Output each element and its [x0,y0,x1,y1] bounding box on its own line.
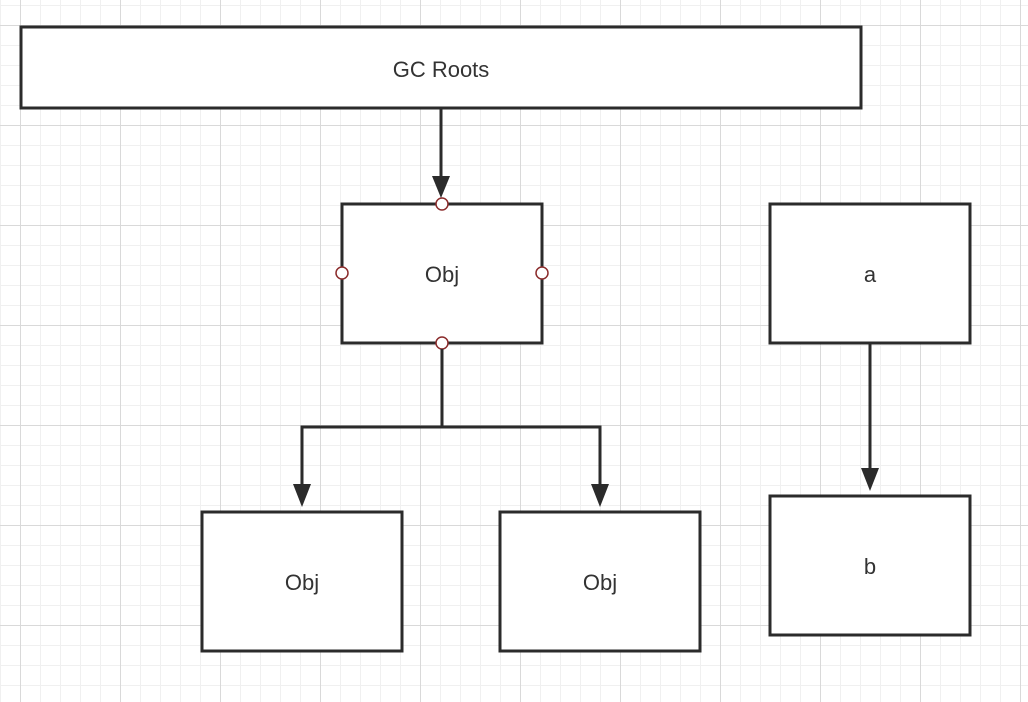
gc-roots-label: GC Roots [393,57,490,82]
edge-obj-to-children[interactable] [293,349,609,507]
node-b[interactable]: b [768,494,972,637]
connection-point-top[interactable] [435,197,449,211]
arrowhead-icon [591,484,609,507]
node-a-box [768,202,972,345]
obj-right-box [498,510,702,653]
gc-roots-box [19,25,863,110]
node-b-label: b [864,554,876,579]
edge-line-right [442,425,602,484]
obj-center-label: Obj [425,262,459,287]
obj-right-node[interactable]: Obj [498,510,702,653]
arrowhead-icon [861,468,879,491]
obj-left-label: Obj [285,570,319,595]
edge-a-to-b[interactable] [861,343,879,491]
node-b-box [768,494,972,637]
obj-right-label: Obj [583,570,617,595]
arrowhead-icon [432,176,450,198]
gc-roots-node[interactable]: GC Roots [19,25,863,110]
edge-gc-roots-to-obj[interactable] [432,108,450,198]
connection-point-right[interactable] [535,266,549,280]
node-a-label: a [864,262,877,287]
edge-line-left [300,349,444,484]
connection-point-bottom[interactable] [435,336,449,350]
node-a[interactable]: a [768,202,972,345]
obj-center-box [340,202,544,345]
obj-left-node[interactable]: Obj [200,510,404,653]
connection-point-left[interactable] [335,266,349,280]
arrowhead-icon [293,484,311,507]
obj-left-box [200,510,404,653]
obj-center-node[interactable]: Obj [335,197,549,350]
